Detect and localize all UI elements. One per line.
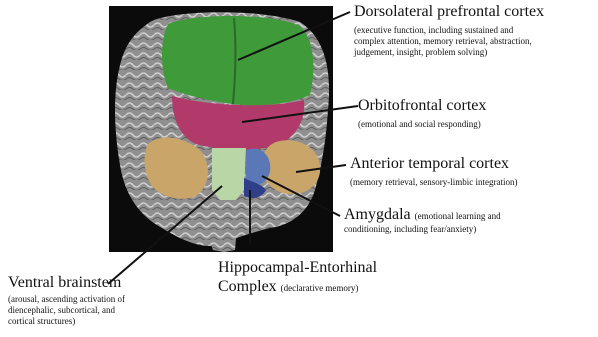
brainstem-region xyxy=(212,148,246,200)
amygdala-description: conditioning, including fear/anxiety) xyxy=(344,224,596,235)
dlpfc-desc-line: complex attention, memory retrieval, abs… xyxy=(354,36,594,47)
ofc-description: (emotional and social responding) xyxy=(358,119,594,130)
hippo-title-line1: Hippocampal-Entorhinal xyxy=(218,260,418,277)
ofc-title: Orbitofrontal cortex xyxy=(358,98,594,115)
dlpfc-desc-line: judgement, insight, problem solving) xyxy=(354,47,594,58)
amygdala-inline-desc: (emotional learning and xyxy=(415,211,501,221)
brainstem-label: Ventral brainstem (arousal, ascending ac… xyxy=(8,275,198,328)
hippo-title-line2: Complex xyxy=(218,278,277,295)
brainstem-desc-line: (arousal, ascending activation of xyxy=(8,294,198,305)
atc-description: (memory retrieval, sensory-limbic integr… xyxy=(350,177,596,188)
ofc-label: Orbitofrontal cortex (emotional and soci… xyxy=(358,98,594,130)
amygdala-label: Amygdala (emotional learning and conditi… xyxy=(344,207,596,235)
brainstem-desc-line: cortical structures) xyxy=(8,316,198,327)
hippo-label: Hippocampal-Entorhinal Complex (declarat… xyxy=(218,260,418,296)
dlpfc-title: Dorsolateral prefrontal cortex xyxy=(354,4,594,21)
amygdala-title: Amygdala xyxy=(344,206,411,223)
brainstem-desc-line: diencephalic, subcortical, and xyxy=(8,305,198,316)
hippo-inline-desc: (declarative memory) xyxy=(281,283,359,293)
brainstem-title: Ventral brainstem xyxy=(8,275,198,292)
brainstem-description: (arousal, ascending activation of dience… xyxy=(8,294,198,328)
atc-label: Anterior temporal cortex (memory retriev… xyxy=(350,156,596,188)
dlpfc-label: Dorsolateral prefrontal cortex (executiv… xyxy=(354,4,594,59)
dlpfc-region xyxy=(162,16,313,106)
dlpfc-description: (executive function, including sustained… xyxy=(354,25,594,59)
atc-title: Anterior temporal cortex xyxy=(350,156,596,173)
dlpfc-desc-line: (executive function, including sustained… xyxy=(354,25,594,36)
